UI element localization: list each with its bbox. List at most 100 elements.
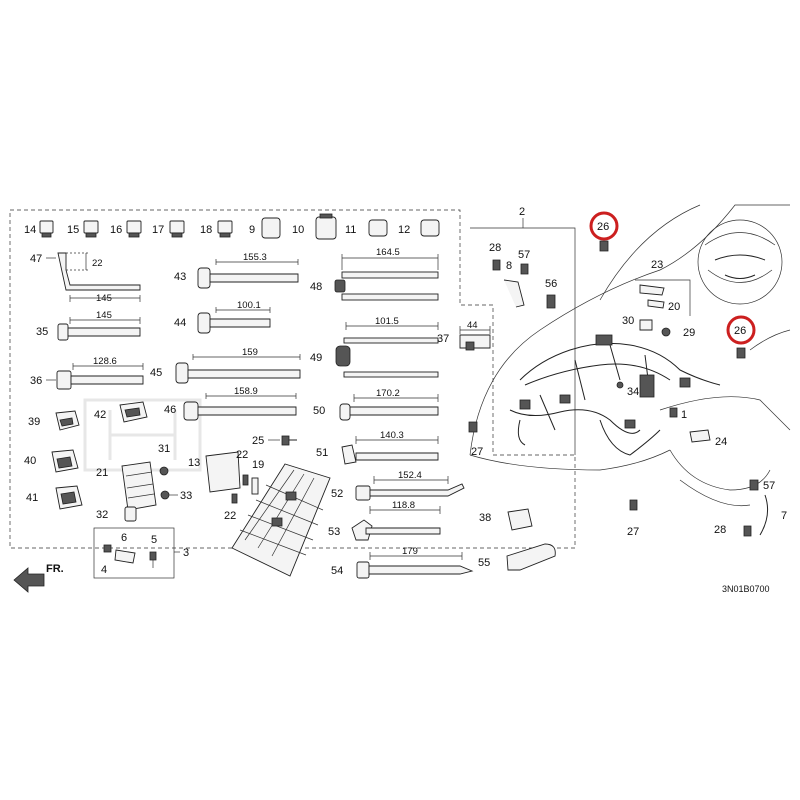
callout-27-b[interactable]: 27 xyxy=(627,526,639,538)
part-37-clip: 37 44 xyxy=(437,320,491,351)
part-50-band: 50 170.2 xyxy=(313,388,439,421)
part-47-clip: 47 22 145 xyxy=(30,252,141,304)
part-48-bracket: 48 164.5 xyxy=(310,247,439,301)
callout-26-b[interactable]: 26 xyxy=(734,325,746,337)
callout-50[interactable]: 50 xyxy=(313,405,325,417)
dim-100-1: 100.1 xyxy=(237,300,261,311)
dim-158-9: 158.9 xyxy=(234,386,258,397)
callout-6[interactable]: 6 xyxy=(121,532,127,544)
callout-30[interactable]: 30 xyxy=(622,315,634,327)
dim-164-5: 164.5 xyxy=(376,247,400,258)
callout-3[interactable]: 3 xyxy=(183,547,189,559)
vehicle-body-outline xyxy=(469,204,791,507)
part-49-bracket: 49 101.5 xyxy=(310,316,439,378)
callout-40[interactable]: 40 xyxy=(24,455,36,467)
callout-18[interactable]: 18 xyxy=(200,224,212,236)
callout-33[interactable]: 33 xyxy=(180,490,192,502)
callout-11[interactable]: 11 xyxy=(345,224,356,236)
part-35-band: 35 145 xyxy=(36,310,141,341)
callout-16[interactable]: 16 xyxy=(110,224,122,236)
callout-20[interactable]: 20 xyxy=(668,301,680,313)
callout-10[interactable]: 10 xyxy=(292,224,304,236)
callout-57-a[interactable]: 57 xyxy=(518,249,530,261)
callout-34[interactable]: 34 xyxy=(627,386,639,398)
part-54-band: 54 179 xyxy=(331,546,474,579)
part-25-bolt: 25 xyxy=(252,435,297,447)
callout-26-a[interactable]: 26 xyxy=(597,221,609,233)
callout-27-a[interactable]: 27 xyxy=(471,446,483,458)
callout-42[interactable]: 42 xyxy=(94,409,106,421)
callout-37[interactable]: 37 xyxy=(437,333,449,345)
callout-19[interactable]: 19 xyxy=(252,459,264,471)
parts-39-42: 39 42 xyxy=(28,401,148,431)
callout-44[interactable]: 44 xyxy=(174,317,186,329)
callout-22-b[interactable]: 22 xyxy=(224,510,236,522)
dim-145-a: 145 xyxy=(96,293,112,304)
dim-118-8: 118.8 xyxy=(392,500,415,511)
part-53-clip: 53 118.8 xyxy=(328,500,441,541)
part-38: 38 xyxy=(479,508,533,531)
callout-5[interactable]: 5 xyxy=(151,534,157,546)
callout-8[interactable]: 8 xyxy=(506,260,512,272)
part-3-kit: 3 6 5 4 xyxy=(93,527,189,579)
callout-57-b[interactable]: 57 xyxy=(763,480,775,492)
callout-43[interactable]: 43 xyxy=(174,271,186,283)
callout-12[interactable]: 12 xyxy=(398,224,410,236)
dim-170-2: 170.2 xyxy=(376,388,400,399)
callout-31[interactable]: 31 xyxy=(158,443,170,455)
fuse-box xyxy=(231,463,331,577)
callout-7[interactable]: 7 xyxy=(781,510,787,522)
callout-55[interactable]: 55 xyxy=(478,557,490,569)
diagram-code: 3N01B0700 xyxy=(722,584,770,594)
callout-51[interactable]: 51 xyxy=(316,447,328,459)
callout-13[interactable]: 13 xyxy=(188,457,200,469)
callout-41[interactable]: 41 xyxy=(26,492,38,504)
dim-179: 179 xyxy=(402,546,418,557)
front-direction-arrow: FR. xyxy=(13,563,64,593)
part-22-19-fuses: 22 19 22 xyxy=(224,449,264,522)
kit-boundary xyxy=(9,209,576,549)
callout-23[interactable]: 23 xyxy=(651,259,663,271)
callout-47[interactable]: 47 xyxy=(30,253,42,265)
callout-2[interactable]: 2 xyxy=(519,206,525,218)
callout-32[interactable]: 32 xyxy=(96,509,108,521)
part-45-band: 45 159 xyxy=(150,347,301,384)
callout-48[interactable]: 48 xyxy=(310,281,322,293)
callout-24[interactable]: 24 xyxy=(715,436,727,448)
inset-view xyxy=(697,219,783,305)
callout-56[interactable]: 56 xyxy=(545,278,557,290)
dim-140-3: 140.3 xyxy=(380,430,404,441)
callout-1[interactable]: 1 xyxy=(681,409,687,421)
callout-38[interactable]: 38 xyxy=(479,512,491,524)
callout-25[interactable]: 25 xyxy=(252,435,264,447)
callout-2-bracket xyxy=(470,227,576,455)
dim-152-4: 152.4 xyxy=(398,470,422,481)
callout-53[interactable]: 53 xyxy=(328,526,340,538)
callout-35[interactable]: 35 xyxy=(36,326,48,338)
callout-52[interactable]: 52 xyxy=(331,488,343,500)
callout-36[interactable]: 36 xyxy=(30,375,42,387)
part-46-band: 46 158.9 xyxy=(164,386,297,421)
dim-22: 22 xyxy=(92,258,103,269)
callout-45[interactable]: 45 xyxy=(150,367,162,379)
dim-101-5: 101.5 xyxy=(375,316,399,327)
callout-54[interactable]: 54 xyxy=(331,565,343,577)
callout-9[interactable]: 9 xyxy=(249,224,255,236)
dim-145-b: 145 xyxy=(96,310,112,321)
callout-28-a[interactable]: 28 xyxy=(489,242,501,254)
part-13-cover: 13 xyxy=(188,451,241,493)
highlight-ring-26-right xyxy=(726,315,756,345)
callout-49[interactable]: 49 xyxy=(310,352,322,364)
callout-17[interactable]: 17 xyxy=(152,224,164,236)
callout-14[interactable]: 14 xyxy=(24,224,36,236)
callout-15[interactable]: 15 xyxy=(67,224,79,236)
callout-29[interactable]: 29 xyxy=(683,327,695,339)
callout-28-b[interactable]: 28 xyxy=(714,524,726,536)
callout-39[interactable]: 39 xyxy=(28,416,40,428)
callout-21[interactable]: 21 xyxy=(96,467,108,479)
dim-128-6: 128.6 xyxy=(93,356,117,367)
callout-4[interactable]: 4 xyxy=(101,564,107,576)
callout-46[interactable]: 46 xyxy=(164,404,176,416)
callout-22-a[interactable]: 22 xyxy=(236,449,248,461)
